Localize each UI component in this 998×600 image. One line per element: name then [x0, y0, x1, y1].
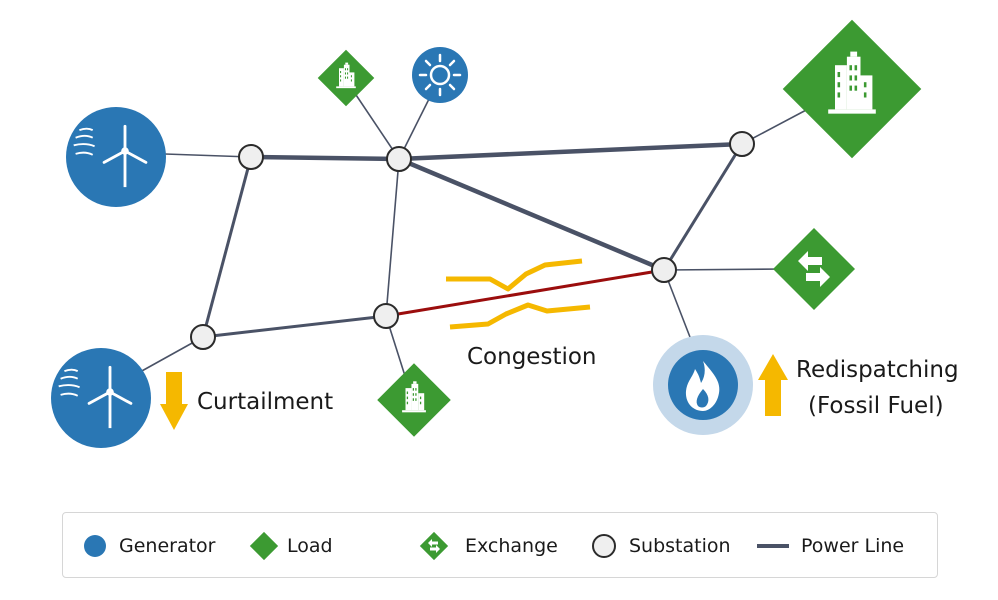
legend-exchange-label: Exchange: [465, 535, 558, 557]
power-line: [164, 153, 252, 158]
substation-node: [386, 146, 412, 172]
legend-substation: Substation: [591, 513, 731, 579]
substations: [190, 131, 755, 350]
curtailment-arrow-icon: [160, 372, 188, 430]
power-line: [201, 156, 253, 338]
generator-icon: [84, 535, 106, 557]
legend: Generator Load Exchange Substation Power…: [62, 512, 938, 578]
power-line: [385, 158, 400, 317]
power-line: [202, 314, 387, 339]
legend-generator-label: Generator: [119, 535, 216, 557]
wind-turbine-icon: [51, 348, 151, 448]
substation-node: [729, 131, 755, 157]
power-line: [663, 268, 786, 271]
substation-node: [238, 144, 264, 170]
substation-node: [373, 303, 399, 329]
legend-generator: Generator: [83, 513, 215, 579]
load-icon: [249, 531, 279, 561]
building-icon: [317, 49, 375, 107]
power-line: [663, 269, 696, 351]
power-line: [662, 143, 744, 271]
legend-substation-label: Substation: [629, 535, 731, 557]
flame-icon: [653, 335, 753, 435]
building-icon: [782, 19, 922, 159]
legend-power-line-label: Power Line: [801, 535, 905, 557]
power-line-icon: [757, 544, 789, 548]
redispatching-label: Redispatching: [796, 357, 959, 383]
power-line: [398, 156, 665, 273]
legend-load-label: Load: [287, 535, 333, 557]
legend-power-line: Power Line: [757, 513, 904, 579]
legend-exchange: Exchange: [419, 513, 558, 579]
congestion-icon: [446, 258, 591, 330]
power-line: [398, 141, 743, 162]
congestion-label: Congestion: [467, 344, 597, 370]
building-icon: [377, 363, 451, 437]
sun-icon: [412, 47, 468, 103]
substation-node: [190, 324, 216, 350]
substation-node: [651, 257, 677, 283]
wind-turbine-icon: [66, 107, 166, 207]
curtailment-label: Curtailment: [197, 389, 334, 415]
legend-load: Load: [249, 513, 333, 579]
redispatch-arrow-icon: [758, 354, 788, 416]
substation-icon: [592, 534, 616, 558]
power-lines: [139, 76, 811, 399]
redispatching-sublabel: (Fossil Fuel): [808, 393, 944, 419]
exchange-icon: [419, 531, 449, 561]
exchange-arrows-icon: [772, 227, 856, 311]
congested-line: [385, 268, 665, 318]
power-line: [250, 154, 400, 162]
